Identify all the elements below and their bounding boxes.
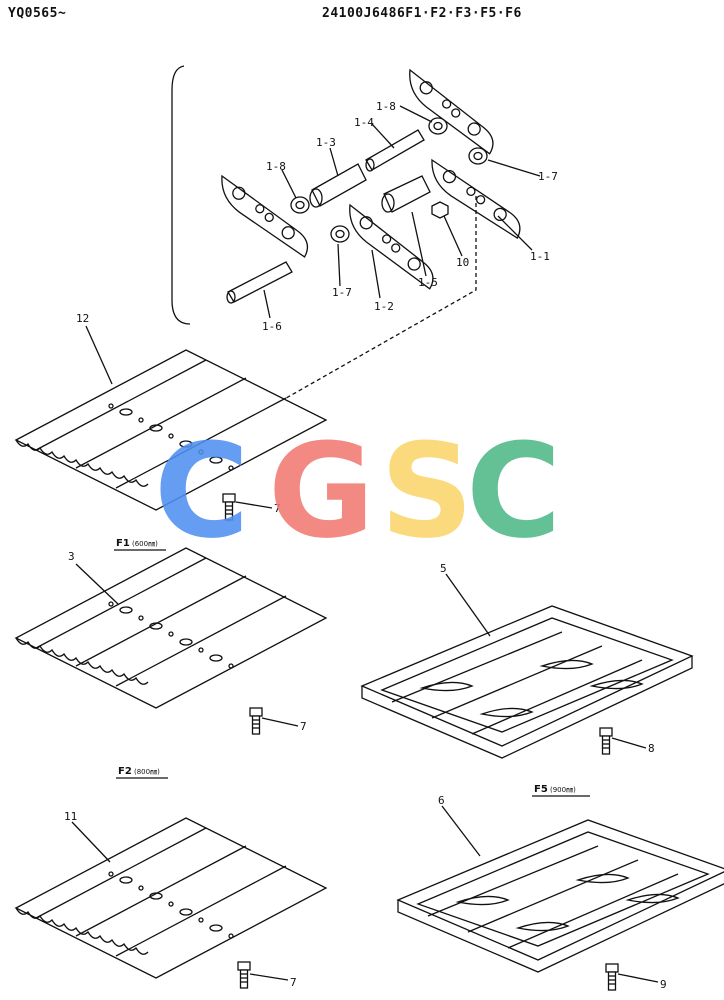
callout-6: 6 <box>438 794 445 807</box>
callout-7-f1: 7 <box>274 502 281 515</box>
callout-1-2: 1-2 <box>374 300 394 313</box>
callout-1-7-right: 1-7 <box>538 170 558 183</box>
callout-1-4: 1-4 <box>354 116 374 129</box>
caption-f2: F2 <box>118 766 132 777</box>
callout-9: 9 <box>660 978 667 991</box>
callout-11: 11 <box>64 810 77 823</box>
watermark-letter-s-yellow: S <box>380 415 474 567</box>
watermark-letter-g-red: G <box>268 415 375 567</box>
caption-f5-size: (900㎜) <box>550 786 576 794</box>
callout-12: 12 <box>76 312 89 325</box>
callout-1-3: 1-3 <box>316 136 336 149</box>
watermark-letter-c-green: C <box>466 415 561 567</box>
callout-1-8-upper: 1-8 <box>376 100 396 113</box>
callout-1-1: 1-1 <box>530 250 550 263</box>
caption-f1: F1 <box>116 538 130 549</box>
callout-1-7-left: 1-7 <box>332 286 352 299</box>
callout-8: 8 <box>648 742 655 755</box>
caption-f1-size: (600㎜) <box>132 540 158 548</box>
callout-1-6: 1-6 <box>262 320 282 333</box>
callout-7-f3: 7 <box>290 976 297 989</box>
callout-3: 3 <box>68 550 75 563</box>
diagram-code: YQ0565~ <box>8 6 67 21</box>
callout-1-5: 1-5 <box>418 276 438 289</box>
caption-f5: F5 <box>534 784 548 795</box>
callout-5: 5 <box>440 562 447 575</box>
callout-1-8-lower: 1-8 <box>266 160 286 173</box>
diagram-title: 24100J6486F1·F2·F3·F5·F6 <box>322 6 522 21</box>
caption-f2-size: (800㎜) <box>134 768 160 776</box>
watermark-letter-c-blue: C <box>154 415 249 567</box>
callout-10: 10 <box>456 256 469 269</box>
callout-7-f2: 7 <box>300 720 307 733</box>
